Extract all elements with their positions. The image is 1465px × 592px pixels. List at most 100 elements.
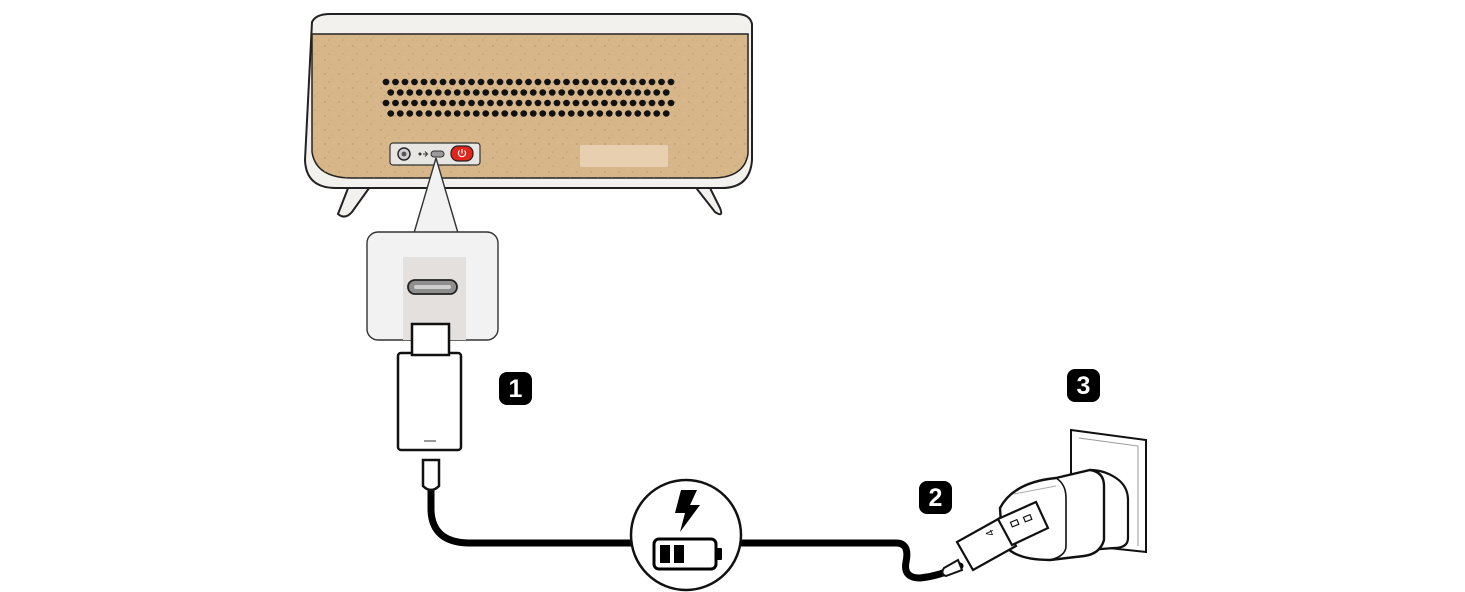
vent-hole	[411, 99, 418, 107]
vent-hole	[520, 110, 528, 117]
vent-hole	[491, 89, 499, 96]
vent-hole	[501, 110, 509, 117]
vent-hole	[596, 110, 604, 117]
vent-hole	[544, 78, 551, 86]
vent-hole	[496, 99, 504, 107]
vent-hole	[639, 78, 646, 86]
vent-hole	[482, 110, 490, 117]
vent-hole	[548, 89, 556, 96]
vent-hole	[425, 89, 433, 96]
vent-hole	[411, 78, 418, 86]
vent-hole	[420, 78, 428, 86]
vent-hole	[510, 110, 518, 117]
vent-hole	[634, 110, 642, 117]
vent-hole	[434, 89, 442, 96]
vent-hole	[529, 110, 537, 117]
vent-hole	[605, 110, 613, 117]
vent-hole	[563, 78, 570, 86]
vent-hole	[553, 99, 561, 107]
vent-hole	[491, 110, 499, 117]
vent-hole	[406, 89, 414, 96]
vent-hole	[596, 89, 604, 96]
vent-hole	[449, 99, 456, 107]
usb-c-port	[430, 150, 445, 158]
vent-hole	[463, 89, 471, 96]
vent-hole	[439, 78, 447, 86]
vent-hole	[387, 110, 395, 117]
vent-hole	[577, 89, 585, 96]
vent-hole	[501, 89, 509, 96]
step-number-2: 2	[929, 484, 943, 512]
vent-hole	[643, 110, 651, 117]
vent-hole	[510, 89, 518, 96]
usb-symbol-marking: 4	[984, 527, 997, 538]
vent-hole	[425, 110, 433, 117]
vent-hole	[653, 110, 661, 117]
vent-hole	[472, 110, 480, 117]
battery-icon	[652, 537, 722, 571]
vent-hole	[662, 110, 670, 117]
port-symbol-icon	[418, 151, 429, 157]
vent-hole	[553, 78, 561, 86]
speaker-label-plate	[580, 145, 668, 167]
vent-hole	[477, 99, 485, 107]
vent-hole	[601, 99, 608, 107]
vent-hole	[624, 110, 632, 117]
vent-hole	[458, 78, 466, 86]
speaker-vent-grille	[382, 78, 675, 117]
vent-hole	[615, 89, 623, 96]
vent-hole	[382, 78, 390, 86]
step-number-3: 3	[1077, 372, 1091, 400]
vent-hole	[653, 89, 661, 96]
vent-hole	[453, 89, 461, 96]
vent-hole	[558, 110, 566, 117]
step-badge-3: 3	[1067, 369, 1100, 402]
usb-c-plug	[396, 322, 463, 492]
vent-hole	[430, 78, 437, 86]
vent-hole	[572, 78, 580, 86]
vent-hole	[577, 110, 585, 117]
vent-hole	[572, 99, 580, 107]
vent-hole	[439, 99, 447, 107]
vent-hole	[458, 99, 466, 107]
vent-hole	[648, 99, 656, 107]
vent-hole	[415, 89, 423, 96]
vent-hole	[643, 89, 651, 96]
vent-hole	[605, 89, 613, 96]
vent-hole	[586, 89, 594, 96]
vent-hole	[567, 110, 575, 117]
vent-hole	[506, 78, 513, 86]
vent-hole	[444, 110, 452, 117]
vent-hole	[620, 78, 627, 86]
vent-hole	[601, 78, 608, 86]
vent-hole	[582, 99, 589, 107]
vent-hole	[591, 78, 599, 86]
step-badge-2: 2	[919, 481, 952, 514]
vent-hole	[539, 89, 547, 96]
vent-hole	[667, 78, 675, 86]
vent-hole	[520, 89, 528, 96]
vent-hole	[582, 78, 589, 86]
vent-hole	[525, 99, 532, 107]
vent-hole	[658, 99, 665, 107]
vent-hole	[525, 78, 532, 86]
vent-hole	[648, 78, 656, 86]
vent-hole	[615, 110, 623, 117]
vent-hole	[662, 89, 670, 96]
step-number-1: 1	[509, 375, 523, 403]
vent-hole	[463, 110, 471, 117]
vent-hole	[624, 89, 632, 96]
power-icon	[457, 149, 467, 158]
vent-hole	[529, 89, 537, 96]
vent-hole	[506, 99, 513, 107]
vent-hole	[477, 78, 485, 86]
vent-hole	[586, 110, 594, 117]
vent-hole	[382, 99, 390, 107]
vent-hole	[434, 110, 442, 117]
vent-hole	[620, 99, 627, 107]
vent-hole	[472, 89, 480, 96]
vent-hole	[401, 78, 409, 86]
vent-hole	[548, 110, 556, 117]
vent-hole	[444, 89, 452, 96]
vent-hole	[392, 78, 399, 86]
